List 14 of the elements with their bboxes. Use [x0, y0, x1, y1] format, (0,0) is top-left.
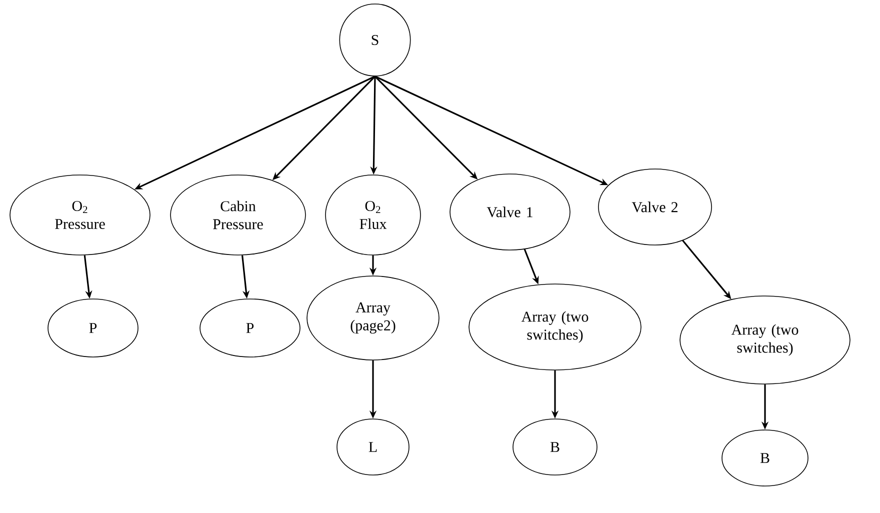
ellipse-node: P: [48, 298, 138, 358]
ellipse-node: B: [722, 430, 808, 486]
ellipse-node: Valve 1: [450, 174, 570, 250]
ellipse-node: Valve 2: [598, 168, 712, 246]
ellipse-node: P: [200, 298, 300, 358]
ellipse-node: Array (two switches): [468, 284, 642, 370]
ellipse-node: Array (two switches): [680, 296, 850, 384]
ellipse-node: S: [339, 4, 411, 76]
ellipse-node: L: [336, 418, 410, 476]
ellipse-node: O$_{2}$ Pressure: [10, 174, 150, 256]
ellipse-node: Cabin Pressure: [170, 174, 306, 256]
ellipse-node: Array (page2): [306, 276, 440, 360]
ellipse-node: O$_{2}$ Flux: [325, 174, 421, 256]
ellipse-node: B: [512, 418, 598, 476]
